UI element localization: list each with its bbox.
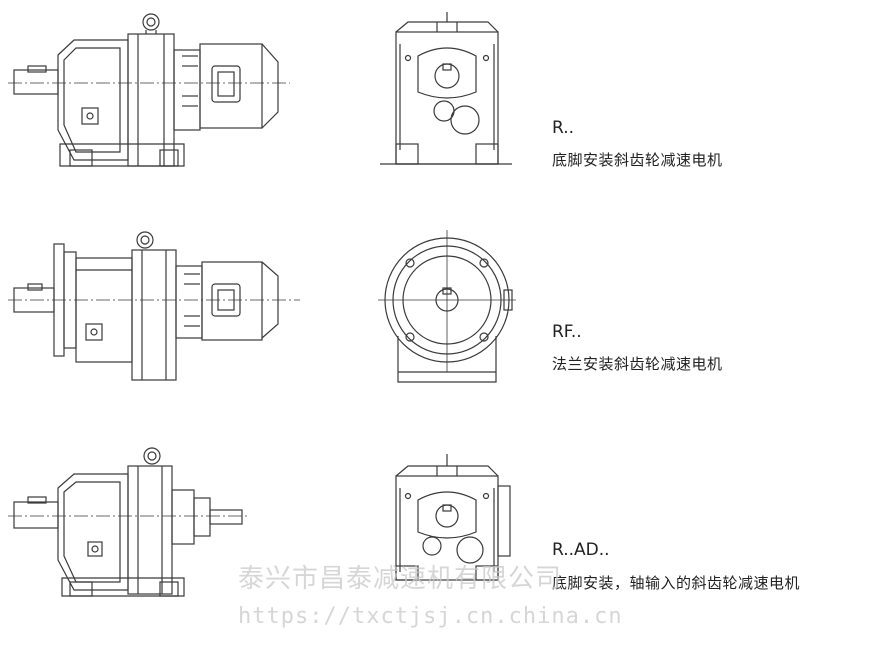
row3-description: 底脚安装，轴输入的斜齿轮减速电机: [552, 574, 801, 592]
row1-code-label: R..: [552, 118, 575, 138]
row3-code-label: R..AD..: [552, 540, 610, 560]
watermark-url: https://txctjsj.cn.china.cn: [238, 604, 623, 629]
row2-description: 法兰安装斜齿轮减速电机: [552, 355, 723, 373]
side-view-flange-mounted: [8, 231, 300, 381]
front-view-flange-mounted: [378, 230, 516, 383]
side-view-adapter-input: [8, 447, 248, 597]
front-view-adapter-input: [395, 454, 511, 581]
side-view-foot-mounted: [8, 13, 290, 167]
row2-code-label: RF..: [552, 322, 582, 342]
row1-description: 底脚安装斜齿轮减速电机: [552, 151, 723, 169]
front-view-foot-mounted: [380, 12, 512, 165]
watermark-company: 泰兴市昌泰减速机有限公司: [238, 564, 563, 594]
